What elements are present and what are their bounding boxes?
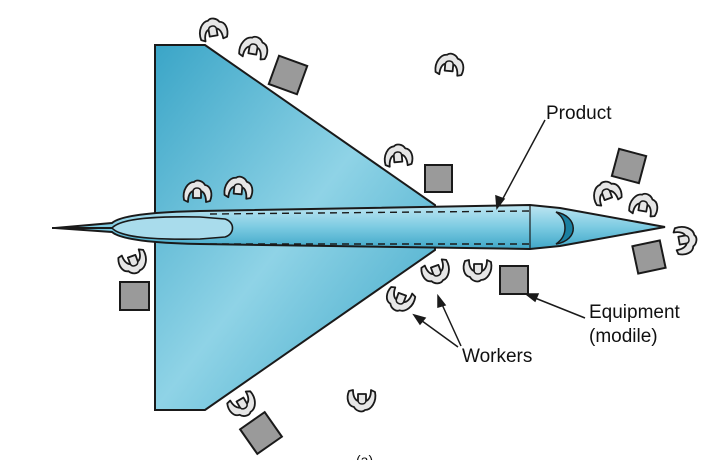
- equipment-box: [267, 54, 309, 96]
- worker: [237, 33, 271, 62]
- figure-caption: (a): [356, 452, 373, 460]
- engine-nozzle: [555, 211, 574, 245]
- worker: [671, 223, 700, 257]
- equipment-box: [119, 281, 150, 311]
- worker: [115, 247, 152, 279]
- fuselage-dashed-line-top: [209, 210, 531, 215]
- worker: [346, 389, 377, 413]
- equipment-box: [424, 164, 453, 193]
- worker: [196, 15, 230, 44]
- worker: [224, 388, 262, 423]
- equipment-box: [238, 410, 284, 456]
- worker: [382, 142, 414, 169]
- product-label: Product: [546, 103, 612, 124]
- equipment-boxes: [119, 54, 667, 456]
- equipment-box: [610, 147, 648, 185]
- equipment-box: [631, 239, 667, 275]
- worker: [381, 284, 418, 317]
- aircraft-canopy: [110, 216, 234, 240]
- worker: [418, 257, 455, 289]
- worker: [627, 190, 661, 219]
- workers-label: Workers: [462, 346, 532, 367]
- worker: [434, 51, 466, 78]
- leader-lines: [412, 119, 586, 348]
- equipment-label: Equipment: [589, 302, 681, 323]
- worker: [462, 259, 493, 283]
- worker: [588, 176, 625, 208]
- equipment-sublabel: (modile): [589, 326, 658, 347]
- equipment-box: [499, 265, 529, 295]
